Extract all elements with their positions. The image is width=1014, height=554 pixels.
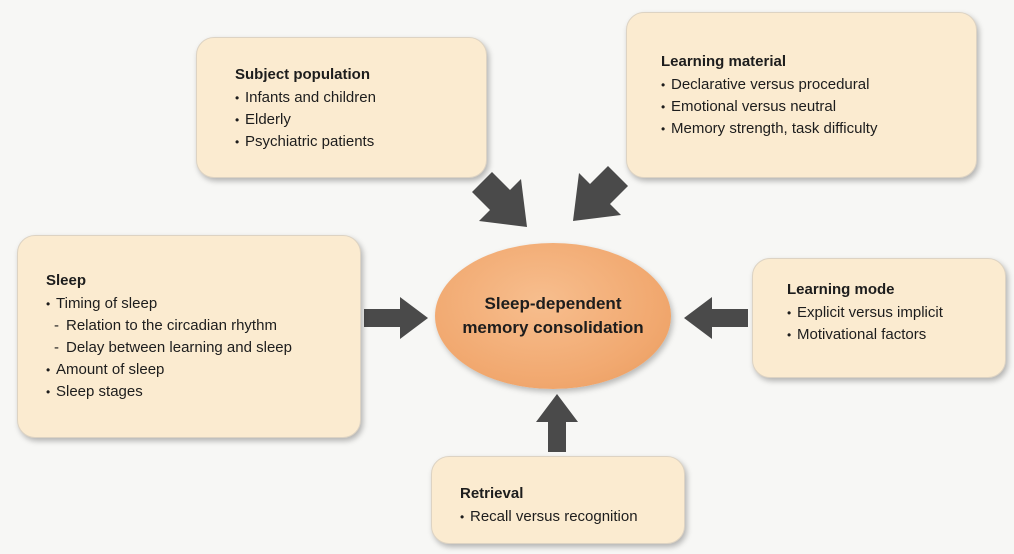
subject-population-list: •Infants and children •Elderly •Psychiat… — [235, 87, 486, 153]
bullet-icon: • — [661, 100, 666, 114]
arrow-learning-material — [573, 166, 628, 221]
center-ellipse: Sleep-dependent memory consolidation — [435, 243, 671, 389]
arrow-sleep — [364, 297, 428, 339]
bullet-icon: • — [235, 135, 240, 149]
list-item: •Emotional versus neutral — [661, 96, 976, 118]
sleep-box: Sleep •Timing of sleep -Relation to the … — [17, 235, 361, 438]
sleep-title: Sleep — [46, 272, 87, 289]
dash-icon: - — [54, 339, 59, 356]
bullet-icon: • — [46, 385, 51, 399]
list-item: •Amount of sleep — [46, 359, 360, 381]
bullet-icon: • — [787, 328, 792, 342]
learning-mode-box: Learning mode •Explicit versus implicit … — [752, 258, 1006, 378]
arrow-retrieval — [536, 394, 578, 452]
subject-population-box: Subject population •Infants and children… — [196, 37, 487, 178]
bullet-icon: • — [235, 91, 240, 105]
retrieval-box: Retrieval •Recall versus recognition — [431, 456, 685, 544]
learning-mode-title: Learning mode — [787, 281, 895, 298]
list-subitem: -Delay between learning and sleep — [46, 337, 360, 359]
subject-population-title: Subject population — [235, 66, 370, 83]
arrow-learning-mode — [684, 297, 748, 339]
bullet-icon: • — [235, 113, 240, 127]
list-item: •Declarative versus procedural — [661, 74, 976, 96]
arrow-subject-population — [472, 172, 527, 227]
retrieval-list: •Recall versus recognition — [460, 506, 684, 528]
list-item: •Recall versus recognition — [460, 506, 684, 528]
bullet-icon: • — [46, 297, 51, 311]
learning-mode-list: •Explicit versus implicit •Motivational … — [787, 302, 1005, 346]
dash-icon: - — [54, 317, 59, 334]
center-label-line2: memory consolidation — [462, 318, 644, 337]
center-label-line1: Sleep-dependent — [484, 294, 622, 313]
bullet-icon: • — [661, 122, 666, 136]
list-item: •Psychiatric patients — [235, 131, 486, 153]
list-item: •Sleep stages — [46, 381, 360, 403]
learning-material-box: Learning material •Declarative versus pr… — [626, 12, 977, 178]
learning-material-title: Learning material — [661, 53, 787, 70]
list-subitem: -Relation to the circadian rhythm — [46, 315, 360, 337]
list-item: •Timing of sleep — [46, 293, 360, 315]
list-item: •Elderly — [235, 109, 486, 131]
list-item: •Infants and children — [235, 87, 486, 109]
retrieval-title: Retrieval — [460, 485, 524, 502]
bullet-icon: • — [787, 306, 792, 320]
list-item: •Motivational factors — [787, 324, 1005, 346]
bullet-icon: • — [661, 78, 666, 92]
bullet-icon: • — [46, 363, 51, 377]
list-item: •Explicit versus implicit — [787, 302, 1005, 324]
learning-material-list: •Declarative versus procedural •Emotiona… — [661, 74, 976, 140]
bullet-icon: • — [460, 510, 465, 524]
list-item: •Memory strength, task difficulty — [661, 118, 976, 140]
sleep-list: •Timing of sleep -Relation to the circad… — [46, 293, 360, 403]
